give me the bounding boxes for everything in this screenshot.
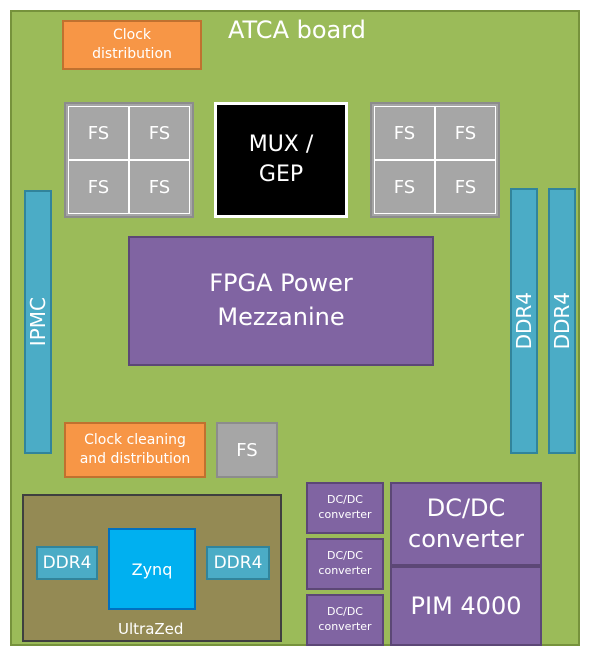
dcdc-small-line2: converter (318, 508, 372, 521)
dcdc-converter-small-3: DC/DC converter (306, 594, 384, 646)
fs-block: FS (129, 106, 190, 160)
fs-block: FS (374, 160, 435, 214)
dcdc-small-line2: converter (318, 620, 372, 633)
fs-block: FS (374, 106, 435, 160)
ipmc-label: IPMC (26, 297, 50, 347)
ultrazed-label: UltraZed (118, 620, 184, 638)
board-title: ATCA board (228, 16, 366, 44)
ddr4-ultrazed-right: DDR4 (206, 546, 270, 580)
mux-gep-block: MUX / GEP (214, 102, 348, 218)
dcdc-small-line2: converter (318, 564, 372, 577)
fpga-power-line1: FPGA Power (209, 269, 353, 298)
fpga-power-mezzanine-block: FPGA Power Mezzanine (128, 236, 434, 366)
ipmc-block: IPMC (24, 190, 52, 454)
clock-cleaning-block: Clock cleaning and distribution (64, 422, 206, 478)
fs-block: FS (68, 106, 129, 160)
ddr4-vertical-2: DDR4 (548, 188, 576, 454)
fs-group-right: FS FS FS FS (370, 102, 500, 218)
fs-group-left: FS FS FS FS (64, 102, 194, 218)
ddr4-label: DDR4 (550, 292, 574, 350)
dcdc-converter-small-2: DC/DC converter (306, 538, 384, 590)
ddr4-label: DDR4 (512, 292, 536, 350)
dcdc-small-line1: DC/DC (326, 493, 363, 507)
clock-cleaning-line1: Clock cleaning (84, 432, 186, 449)
clock-cleaning-line2: and distribution (79, 451, 191, 467)
dcdc-small-line1: DC/DC (326, 549, 363, 563)
clock-distribution-line1: Clock (112, 27, 152, 44)
fs-block: FS (435, 106, 496, 160)
pim-4000-block: PIM 4000 (390, 566, 542, 646)
dcdc-converter-small-1: DC/DC converter (306, 482, 384, 534)
dcdc-large-line1: DC/DC (426, 493, 506, 522)
fs-block: FS (129, 160, 190, 214)
dcdc-large-line2: converter (408, 525, 524, 553)
fs-block: FS (68, 160, 129, 214)
zynq-block: Zynq (108, 528, 196, 610)
ddr4-ultrazed-left: DDR4 (36, 546, 98, 580)
fs-block-single: FS (216, 422, 278, 478)
dcdc-small-line1: DC/DC (326, 605, 363, 619)
mux-line2: GEP (258, 162, 304, 187)
fpga-power-line2: Mezzanine (217, 303, 345, 331)
mux-line1: MUX / (248, 132, 314, 158)
ddr4-vertical-1: DDR4 (510, 188, 538, 454)
clock-distribution-block: Clock distribution (62, 20, 202, 70)
dcdc-converter-large: DC/DC converter (390, 482, 542, 566)
clock-distribution-line2: distribution (92, 46, 172, 62)
fs-block: FS (435, 160, 496, 214)
